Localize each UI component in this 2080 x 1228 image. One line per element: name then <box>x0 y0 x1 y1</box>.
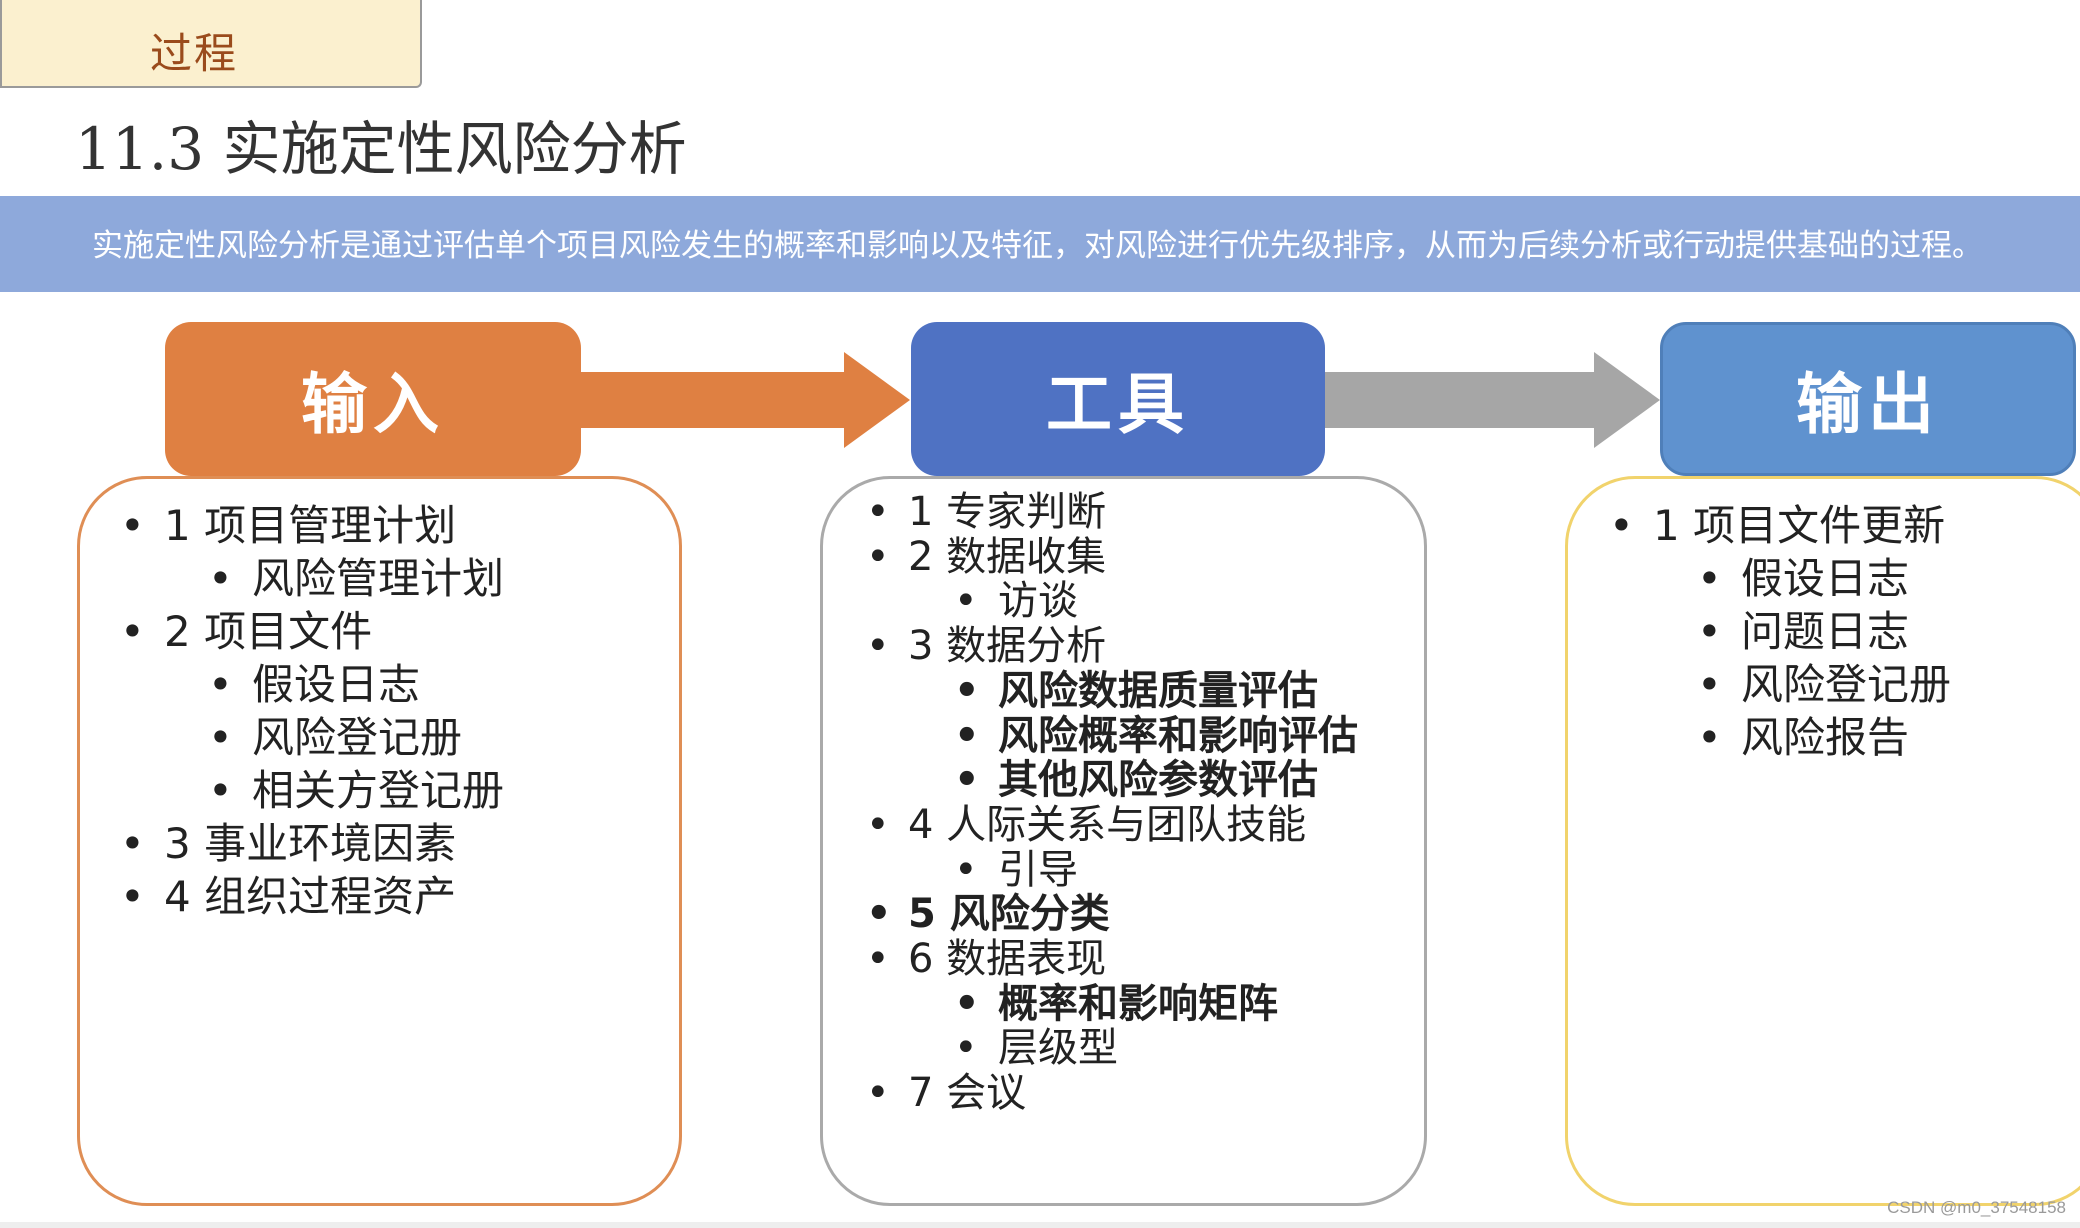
tools-panel: 1 专家判断2 数据收集访谈3 数据分析风险数据质量评估风险概率和影响评估其他风… <box>820 476 1427 1206</box>
list-item: 1 项目文件更新 <box>1609 499 1951 552</box>
list-item: 1 专家判断 <box>866 490 1358 535</box>
list-item: 1 项目管理计划 <box>120 499 504 552</box>
list-item: 2 数据收集 <box>866 535 1358 580</box>
list-subitem: 风险登记册 <box>164 711 504 764</box>
list-item: 6 数据表现 <box>866 937 1358 982</box>
tools-list: 1 专家判断2 数据收集访谈3 数据分析风险数据质量评估风险概率和影响评估其他风… <box>866 490 1358 1116</box>
output-header: 输出 <box>1660 322 2076 476</box>
tools-header: 工具 <box>911 322 1325 476</box>
input-panel: 1 项目管理计划风险管理计划2 项目文件假设日志风险登记册相关方登记册3 事业环… <box>77 476 682 1206</box>
process-label: 过程 <box>150 29 239 78</box>
list-subitem: 风险登记册 <box>1653 658 1951 711</box>
watermark: CSDN @m0_37548158 <box>1887 1198 2066 1217</box>
arrow-tools-to-output <box>1322 352 1660 448</box>
list-subitem: 访谈 <box>908 579 1358 624</box>
list-item: 3 数据分析 <box>866 624 1358 669</box>
list-subitem: 风险管理计划 <box>164 552 504 605</box>
list-subitem: 问题日志 <box>1653 605 1951 658</box>
input-title: 输入 <box>301 366 445 443</box>
list-item: 4 组织过程资产 <box>120 870 504 923</box>
list-item: 3 事业环境因素 <box>120 817 504 870</box>
output-panel: 1 项目文件更新假设日志问题日志风险登记册风险报告 <box>1565 476 2080 1206</box>
bottom-strip <box>0 1222 2080 1228</box>
page-title: 11.3 实施定性风险分析 <box>75 115 687 183</box>
input-header: 输入 <box>165 322 581 476</box>
list-subitem: 风险数据质量评估 <box>908 669 1358 714</box>
process-tab: 过程 <box>0 0 422 88</box>
list-subitem: 相关方登记册 <box>164 764 504 817</box>
list-subitem: 风险概率和影响评估 <box>908 713 1358 759</box>
list-item: 5 风险分类 <box>866 892 1358 937</box>
input-list: 1 项目管理计划风险管理计划2 项目文件假设日志风险登记册相关方登记册3 事业环… <box>120 499 504 923</box>
arrow-input-to-tools <box>578 352 910 448</box>
output-title: 输出 <box>1796 366 1940 443</box>
banner-text: 实施定性风险分析是通过评估单个项目风险发生的概率和影响以及特征，对风险进行优先级… <box>92 228 1983 264</box>
list-subitem: 假设日志 <box>1653 552 1951 605</box>
list-item: 2 项目文件 <box>120 605 504 658</box>
definition-banner: 实施定性风险分析是通过评估单个项目风险发生的概率和影响以及特征，对风险进行优先级… <box>0 196 2080 292</box>
list-subitem: 层级型 <box>908 1026 1358 1071</box>
list-item: 7 会议 <box>866 1071 1358 1116</box>
list-item: 4 人际关系与团队技能 <box>866 803 1358 848</box>
list-subitem: 引导 <box>908 847 1358 893</box>
tools-title: 工具 <box>1046 366 1190 443</box>
output-list: 1 项目文件更新假设日志问题日志风险登记册风险报告 <box>1609 499 1951 764</box>
list-subitem: 其他风险参数评估 <box>908 758 1358 803</box>
list-subitem: 风险报告 <box>1653 711 1951 764</box>
list-subitem: 概率和影响矩阵 <box>908 982 1358 1027</box>
list-subitem: 假设日志 <box>164 658 504 711</box>
